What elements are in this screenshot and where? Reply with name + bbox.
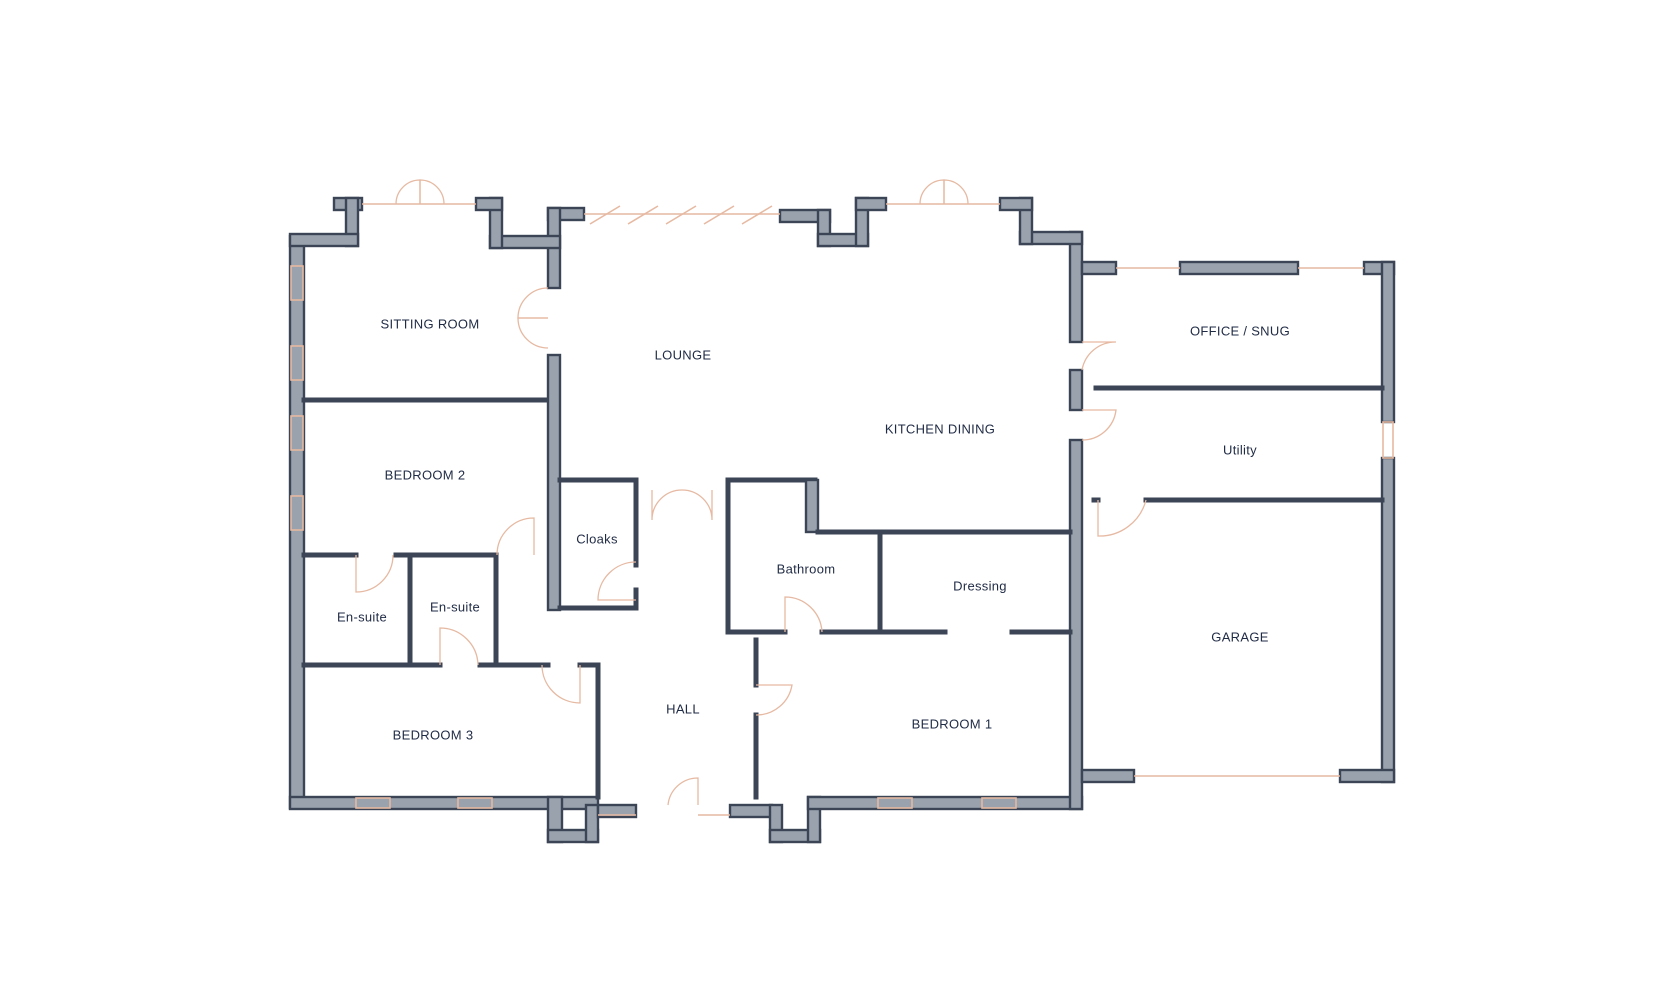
label-garage: GARAGE	[1211, 629, 1268, 644]
label-lounge: LOUNGE	[655, 347, 712, 362]
label-bathroom: Bathroom	[777, 561, 836, 576]
label-utility: Utility	[1223, 442, 1257, 457]
internal-walls	[301, 353, 1385, 800]
label-dressing: Dressing	[953, 578, 1007, 593]
label-sitting-room: SITTING ROOM	[381, 316, 480, 331]
label-hall: HALL	[666, 701, 700, 716]
label-cloaks: Cloaks	[576, 531, 618, 546]
label-ensuite-right: En-suite	[430, 599, 480, 614]
label-ensuite-left: En-suite	[337, 609, 387, 624]
label-bedroom-1: BEDROOM 1	[912, 716, 993, 731]
room-labels: SITTING ROOM LOUNGE KITCHEN DINING OFFIC…	[337, 316, 1290, 742]
exterior-walls	[288, 196, 1396, 844]
doors	[355, 179, 1147, 806]
windows	[290, 203, 1394, 816]
label-bedroom-3: BEDROOM 3	[393, 727, 474, 742]
label-bedroom-2: BEDROOM 2	[385, 467, 466, 482]
label-office-snug: OFFICE / SNUG	[1190, 323, 1290, 338]
label-kitchen-dining: KITCHEN DINING	[885, 421, 995, 436]
